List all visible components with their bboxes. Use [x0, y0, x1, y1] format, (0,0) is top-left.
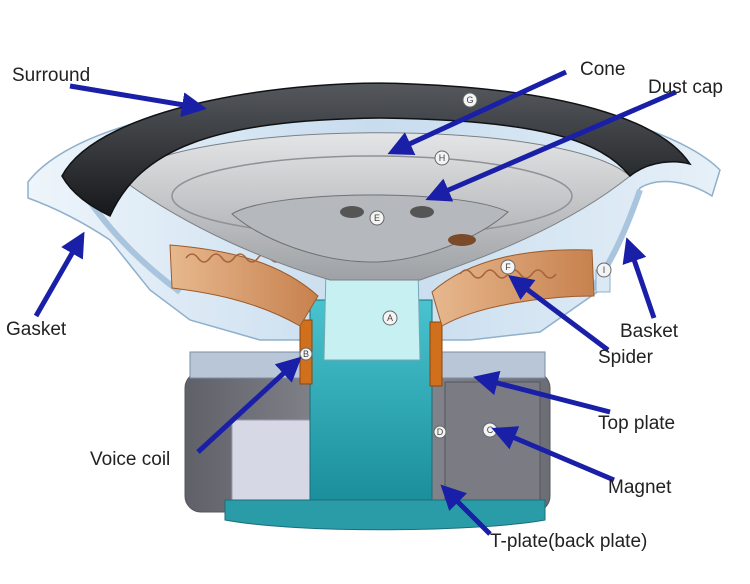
label-voice-coil: Voice coil [90, 449, 171, 470]
label-t-plate: T-plate(back plate) [490, 531, 648, 552]
arrow-magnet [491, 426, 615, 483]
arrow-top-plate [473, 370, 611, 415]
label-surround: Surround [12, 65, 91, 86]
marker-c: C [482, 422, 498, 438]
svg-text:A: A [387, 313, 393, 323]
surround [61, 82, 692, 218]
marker-h: H [434, 150, 450, 166]
arrow-voice-coil [196, 356, 302, 454]
arrow-surround [69, 83, 207, 118]
arrow-spider [508, 275, 610, 352]
arrow-basket [622, 237, 657, 319]
svg-text:H: H [439, 153, 446, 163]
arrow-gasket [33, 231, 85, 318]
marker-g: G [462, 92, 478, 108]
label-cone: Cone [580, 59, 626, 80]
label-magnet: Magnet [608, 477, 672, 498]
label-basket: Basket [620, 321, 679, 342]
svg-text:C: C [487, 425, 494, 435]
svg-text:F: F [505, 262, 511, 272]
marker-i: I [596, 262, 612, 278]
svg-text:D: D [437, 427, 444, 437]
svg-text:B: B [303, 349, 309, 359]
svg-text:G: G [466, 95, 473, 105]
label-gasket: Gasket [6, 319, 67, 340]
marker-d: D [433, 425, 447, 439]
label-dust-cap: Dust cap [648, 77, 723, 98]
arrow-t-plate [440, 484, 492, 536]
marker-f: F [500, 259, 516, 275]
svg-text:I: I [603, 265, 606, 275]
label-spider: Spider [598, 347, 653, 368]
marker-a: A [382, 310, 398, 326]
arrow-dust-cap [425, 89, 677, 202]
callout-arrows [33, 69, 677, 536]
arrow-cone [387, 69, 568, 156]
svg-text:E: E [374, 213, 380, 223]
label-top-plate: Top plate [598, 413, 676, 434]
marker-e: E [369, 210, 385, 226]
marker-b: B [299, 347, 313, 361]
